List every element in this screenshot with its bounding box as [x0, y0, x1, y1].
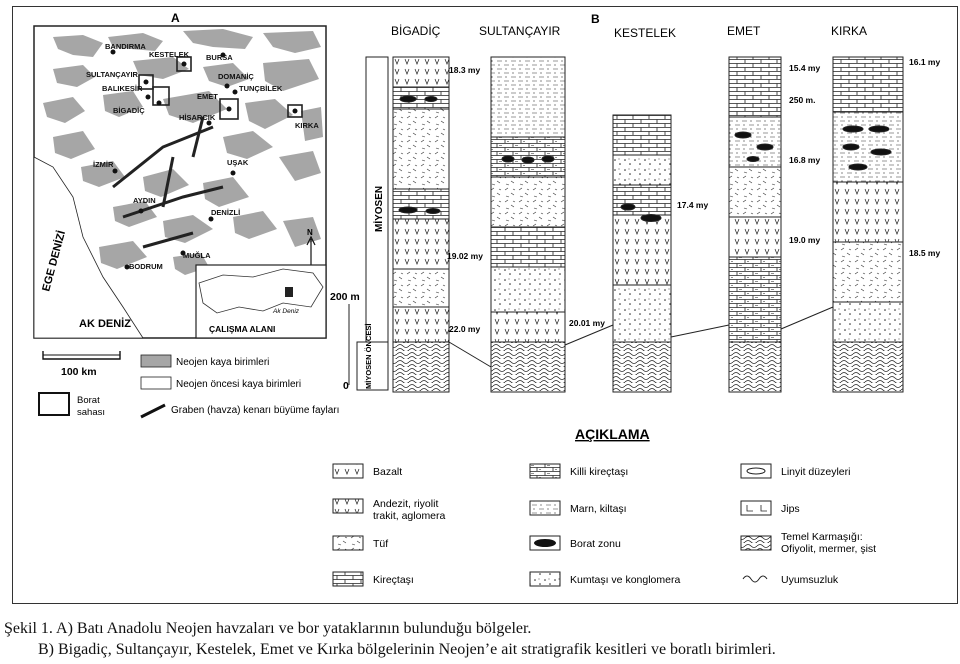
place-label: TUNÇBİLEK [239, 84, 283, 93]
place-label: SULTANÇAYIR [86, 70, 139, 79]
svg-text:16.1 my: 16.1 my [909, 57, 940, 67]
place-label: KESTELEK [149, 50, 190, 59]
column-bigadic [392, 56, 450, 393]
legend-item: Neojen kaya birimleri [176, 357, 269, 368]
correlation-lines [448, 306, 834, 368]
scale-bar-label: 100 km [61, 366, 97, 378]
legend-b-title: AÇIKLAMA [575, 426, 650, 442]
legend-panel-a: 100 km Neojen kaya birimleri Neojen önce… [38, 351, 339, 419]
place-label: KIRKA [295, 121, 319, 130]
column-title: KESTELEK [614, 26, 676, 40]
legend-item: Neojen öncesi kaya birimleri [176, 379, 301, 390]
place-label: MUĞLA [183, 251, 211, 260]
svg-text:17.4 my: 17.4 my [677, 200, 708, 210]
place-label: UŞAK [227, 158, 249, 167]
svg-text:22.0 my: 22.0 my [449, 324, 480, 334]
figure-caption-line1: Şekil 1. A) Batı Anadolu Neojen havzalar… [4, 620, 532, 637]
borate-swatch [38, 392, 70, 416]
scale-top: 200 m [330, 291, 360, 303]
place-label: BALIKESİR [102, 84, 143, 93]
svg-text:16.8 my: 16.8 my [789, 155, 820, 165]
place-label: EMET [197, 92, 218, 101]
neogene-basins [43, 29, 323, 275]
column-sultancayir [490, 56, 566, 393]
svg-text:20.01 my: 20.01 my [569, 318, 605, 328]
place-label: BODRUM [129, 262, 163, 271]
place-label: AYDIN [133, 196, 156, 205]
figure-caption-line2: B) Bigadiç, Sultançayır, Kestelek, Emet … [38, 641, 776, 658]
figure-frame: BANDIRMA KESTELEK BURSA SULTANÇAYIR BALI… [12, 6, 958, 604]
panel-a-label: A [171, 11, 180, 25]
graben-swatch [140, 403, 166, 419]
place-labels: BANDIRMA KESTELEK BURSA SULTANÇAYIR BALI… [86, 42, 319, 271]
place-label: BİGADİÇ [113, 106, 145, 115]
stratigraphic-panel-b: B BİGADİÇ SULTANÇAYIR KESTELEK EMET KIRK… [330, 12, 940, 393]
legend-item: Jips [781, 503, 800, 515]
svg-text:250 m.: 250 m. [789, 95, 815, 105]
place-label: DOMANİÇ [218, 72, 254, 81]
legend-item: Temel Karmaşığı:Ofiyolit, mermer, şist [781, 531, 876, 555]
age-labels: 18.3 my 19.02 my 22.0 my 20.01 my 17.4 m… [447, 57, 940, 334]
legend-item: Uyumsuzluk [781, 574, 839, 586]
column-emet [728, 56, 782, 393]
era-miocene: MİYOSEN [372, 186, 385, 232]
figure-svg: BANDIRMA KESTELEK BURSA SULTANÇAYIR BALI… [33, 11, 940, 587]
legend-item: Tüf [373, 538, 388, 550]
legend-item: Bazalt [373, 466, 402, 478]
column-kestelek [612, 114, 672, 393]
scale-bottom: 0 [343, 380, 349, 392]
svg-text:18.3 my: 18.3 my [449, 65, 480, 75]
legend-item: Kireçtaşı [373, 574, 414, 586]
svg-text:15.4 my: 15.4 my [789, 63, 820, 73]
svg-text:19.0 my: 19.0 my [789, 235, 820, 245]
legend-item: Marn, kiltaşı [570, 503, 627, 515]
legend-item: Killi kireçtaşı [570, 466, 628, 478]
inset-sea-label: Ak Deniz [272, 308, 300, 315]
place-label: BURSA [206, 53, 233, 62]
legend-item: Borat zonu [570, 538, 621, 550]
column-title: KIRKA [831, 24, 867, 38]
panel-b-label: B [591, 12, 600, 26]
column-title: BİGADİÇ [391, 24, 441, 38]
place-dots [110, 49, 298, 270]
column-kirka [832, 56, 904, 393]
neogene-swatch [140, 354, 172, 368]
legend-item: Kumtaşı ve konglomera [570, 574, 680, 586]
svg-text:19.02 my: 19.02 my [447, 251, 483, 261]
column-title: SULTANÇAYIR [479, 24, 561, 38]
svg-text:18.5 my: 18.5 my [909, 248, 940, 258]
legend-item: Graben (havza) kenarı büyüme fayları [171, 405, 339, 416]
column-title: EMET [727, 24, 761, 38]
mediterranean-label: AK DENİZ [79, 317, 131, 330]
map-panel-a: BANDIRMA KESTELEK BURSA SULTANÇAYIR BALI… [33, 11, 327, 339]
inset-map: Ak Deniz ÇALIŞMA ALANI [195, 264, 327, 339]
north-arrow-icon: N [306, 228, 316, 265]
column-titles: BİGADİÇ SULTANÇAYIR KESTELEK EMET KIRKA [391, 24, 867, 40]
place-label: HİSARCIK [179, 113, 216, 122]
svg-text:N: N [307, 228, 313, 237]
borate-fields [138, 56, 303, 120]
place-label: DENİZLİ [211, 208, 240, 217]
inset-label: ÇALIŞMA ALANI [209, 324, 275, 334]
legend-item: Linyit düzeyleri [781, 466, 850, 478]
era-premiocene: MİYOSEN ÖNCESİ [364, 324, 373, 389]
place-label: BANDIRMA [105, 42, 146, 51]
place-label: İZMİR [93, 160, 114, 169]
preneogene-swatch [140, 376, 172, 390]
